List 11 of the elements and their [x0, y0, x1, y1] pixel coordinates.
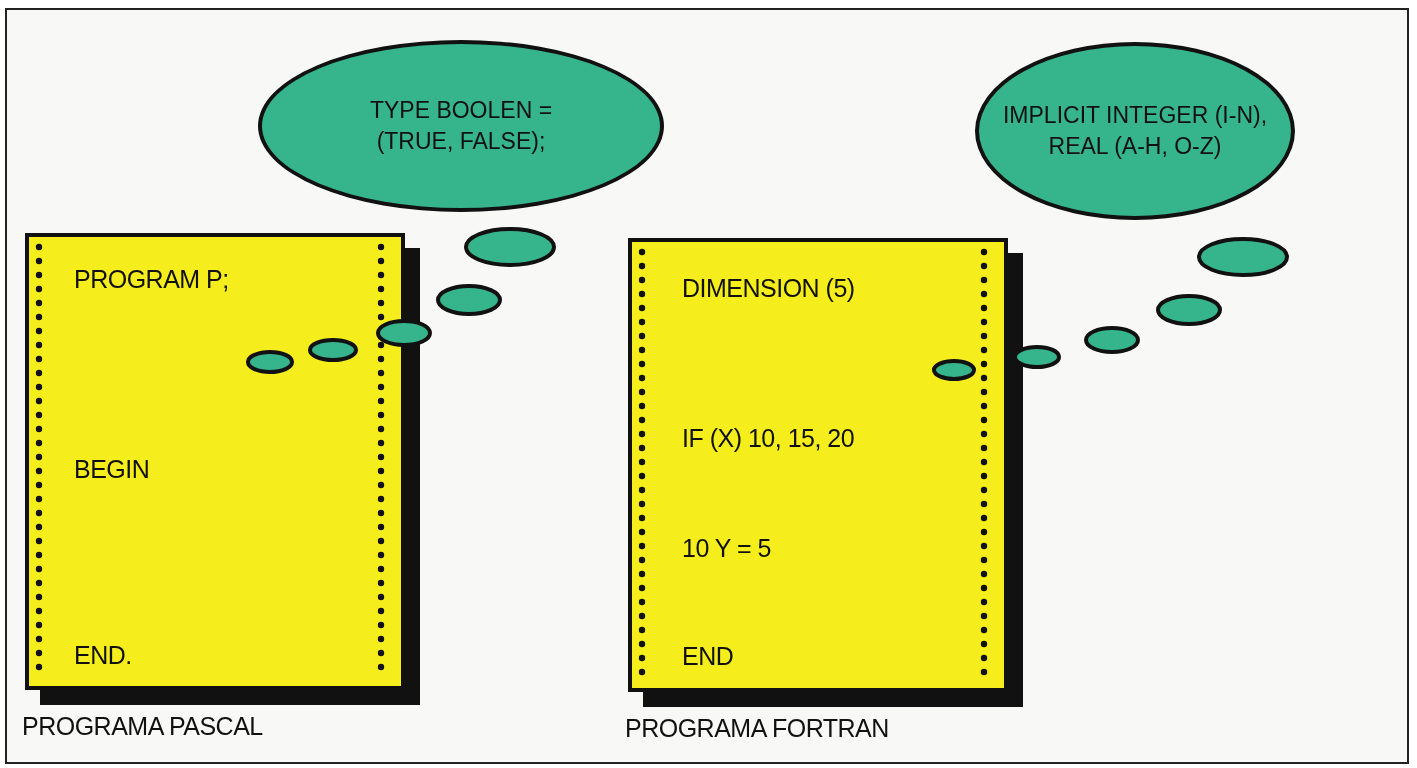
bubble-text: TYPE BOOLEN = (TRUE, FALSE); [368, 95, 554, 156]
code-line: DIMENSION (5) [682, 274, 855, 303]
bubble-text: IMPLICIT INTEGER (I-N), REAL (A-H, O-Z) [1001, 100, 1269, 161]
code-line: BEGIN [74, 455, 150, 484]
code-line: END. [74, 641, 132, 670]
code-line: END [682, 642, 734, 671]
code-line: 10 Y = 5 [682, 534, 771, 563]
code-line: IF (X) 10, 15, 20 [682, 424, 855, 453]
node-label: PROGRAMA PASCAL [22, 712, 263, 741]
code-line: PROGRAM P; [74, 265, 229, 294]
node-label: PROGRAMA FORTRAN [625, 714, 889, 743]
